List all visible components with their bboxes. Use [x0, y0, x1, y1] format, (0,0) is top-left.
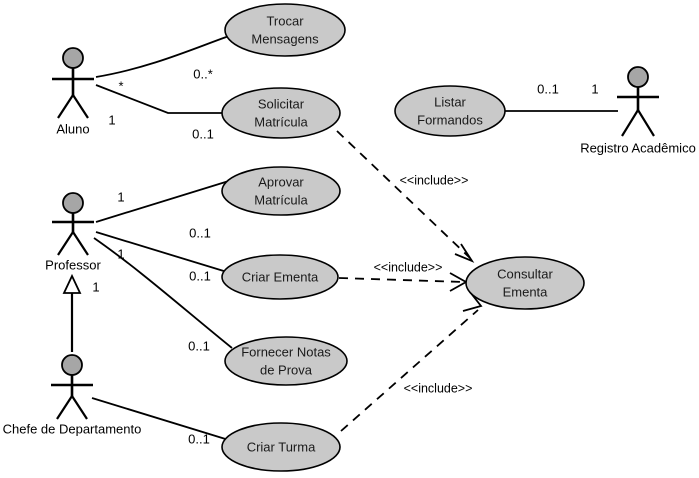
actor-registro-academico[interactable]: Registro Acadêmico	[580, 66, 696, 155]
use-case-ellipse	[221, 166, 341, 216]
multiplicity-professor-aprovar-far: 0..1	[189, 225, 211, 240]
use-case-label-line-1: Fornecer Notas	[241, 344, 331, 359]
use-case-label-line-2: Mensagens	[251, 31, 319, 46]
multiplicity-professor-aprovar-near: 1	[117, 189, 124, 204]
use-case-solicitar-matricula[interactable]: Solicitar Matrícula	[221, 87, 341, 139]
actor-legs-icon	[57, 231, 89, 256]
use-case-label-line-1: Trocar	[266, 13, 304, 28]
actor-label: Professor	[45, 257, 101, 272]
actor-professor[interactable]: Professor	[45, 192, 101, 272]
multiplicity-professor-criar-ementa-near: 1	[117, 246, 124, 261]
use-case-aprovar-matricula[interactable]: Aprovar Matrícula	[221, 166, 341, 216]
generalization-triangle-icon	[62, 273, 82, 294]
assoc-professor-criar-ementa[interactable]	[95, 231, 228, 273]
stereotype-include-solicitar: <<include>>	[400, 173, 469, 187]
actor-head-icon	[62, 47, 84, 69]
actor-head-icon	[627, 66, 649, 88]
actor-head-icon	[61, 354, 83, 376]
assoc-professor-fornecer-notas[interactable]	[93, 237, 233, 349]
generalization-chefe-professor[interactable]	[62, 273, 82, 352]
multiplicity-labels: * 0..* 1 0..1 1 0..1 1 0..1 1 0..1 0..1 …	[92, 66, 598, 446]
use-case-label-line-2: de Prova	[260, 362, 313, 377]
use-case-criar-turma[interactable]: Criar Turma	[221, 422, 341, 472]
actor-label: Aluno	[56, 121, 89, 136]
use-case-ellipse	[224, 3, 346, 57]
use-case-label-line-1: Solicitar	[258, 96, 305, 111]
multiplicity-professor-fornecer-near: 1	[92, 279, 99, 294]
multiplicity-aluno-trocar-near: *	[118, 78, 123, 93]
multiplicity-chefe-criar-turma: 0..1	[188, 431, 210, 446]
include-solicitar-consultar[interactable]	[336, 130, 471, 259]
association-lines	[91, 35, 618, 442]
use-case-ellipse	[465, 256, 585, 310]
use-case-label-line-2: Ementa	[503, 284, 549, 299]
use-case-label-line-1: Listar	[434, 94, 466, 109]
assoc-chefe-criar-turma[interactable]	[91, 397, 233, 442]
use-case-label-line-2: Matrícula	[254, 114, 308, 129]
multiplicity-aluno-trocar-far: 0..*	[193, 66, 213, 81]
actor-head-icon	[62, 192, 84, 214]
use-case-label-line-1: Criar Ementa	[242, 269, 319, 284]
actor-aluno[interactable]: Aluno	[52, 47, 94, 136]
include-criar-ementa-consultar[interactable]	[338, 277, 465, 283]
use-case-ellipse	[394, 85, 506, 137]
actor-legs-icon	[57, 94, 89, 119]
use-case-ellipse	[221, 254, 339, 300]
include-arrow-solicitar-icon	[454, 243, 475, 263]
use-case-ellipse	[221, 87, 341, 139]
stereotype-include-criar-ementa: <<include>>	[374, 260, 443, 274]
use-case-label-line-2: Formandos	[417, 112, 483, 127]
actor-label: Registro Acadêmico	[580, 140, 696, 155]
use-case-ellipse	[221, 422, 341, 472]
include-criar-turma-consultar[interactable]	[340, 309, 479, 432]
use-case-label-line-1: Consultar	[497, 266, 553, 281]
use-case-listar-formandos[interactable]: Listar Formandos	[394, 85, 506, 137]
multiplicity-registro-academico: 1	[591, 81, 598, 96]
stereotype-labels: <<include>> <<include>> <<include>>	[374, 173, 473, 395]
use-case-consultar-ementa[interactable]: Consultar Ementa	[465, 256, 585, 310]
actor-label: Chefe de Departamento	[3, 421, 142, 436]
assoc-aluno-solicitar-matricula[interactable]	[95, 84, 224, 114]
actor-chefe-de-departamento[interactable]: Chefe de Departamento	[3, 354, 142, 436]
stereotype-include-criar-turma: <<include>>	[404, 381, 473, 395]
assoc-aluno-trocar-mensagens[interactable]	[95, 35, 230, 78]
use-case-criar-ementa[interactable]: Criar Ementa	[221, 254, 339, 300]
multiplicity-aluno-solicitar-far: 0..1	[192, 126, 214, 141]
actor-legs-icon	[621, 109, 655, 137]
use-case-label-line-1: Criar Turma	[247, 439, 316, 454]
assoc-professor-aprovar-matricula[interactable]	[95, 179, 233, 223]
use-case-trocar-mensagens[interactable]: Trocar Mensagens	[224, 3, 346, 57]
use-case-label-line-2: Matrícula	[254, 192, 308, 207]
use-case-label-line-1: Aprovar	[258, 174, 304, 189]
use-case-ellipse	[224, 336, 348, 386]
multiplicity-professor-criar-ementa-far: 0..1	[189, 268, 211, 283]
multiplicity-professor-fornecer-far: 0..1	[188, 338, 210, 353]
actor-legs-icon	[56, 395, 88, 420]
use-case-fornecer-notas-de-prova[interactable]: Fornecer Notas de Prova	[224, 336, 348, 386]
multiplicity-listar-formandos: 0..1	[537, 81, 559, 96]
multiplicity-aluno-solicitar-near: 1	[108, 112, 115, 127]
